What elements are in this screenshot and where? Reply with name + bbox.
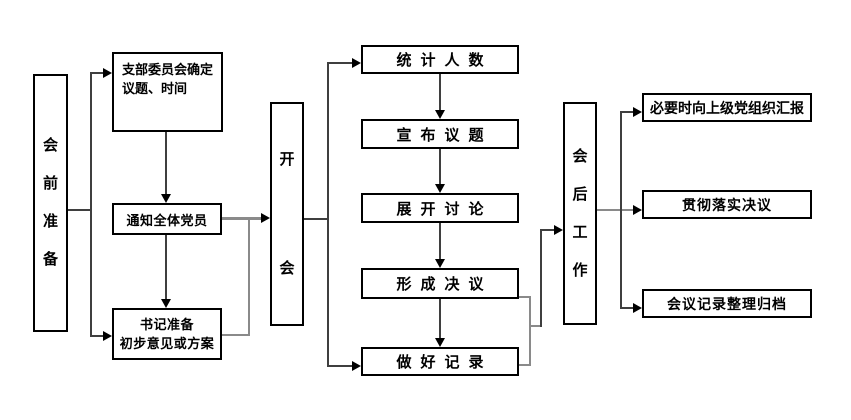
arrowhead-to-implement <box>633 205 642 215</box>
connector-topic-to-notify <box>165 132 167 195</box>
node-take-minutes-label: 做好记录 <box>396 354 493 371</box>
connector-to-report <box>622 111 633 113</box>
connector-secretary-join-vertical <box>248 218 250 336</box>
connector-notify-to-secretary <box>165 235 167 300</box>
arrowhead-notify-to-secretary <box>161 299 171 308</box>
node-committee-sets-topic-time: 支部委员会确定 议题、时间 <box>112 52 223 132</box>
node-open-discussion-label: 展开讨论 <box>396 200 493 218</box>
node-count-attendance-label: 统计人数 <box>396 52 493 69</box>
node-form-resolution-label: 形成决议 <box>396 276 493 293</box>
connector-post-out <box>597 209 634 211</box>
connector-post-rail-vertical <box>620 111 622 309</box>
connector-secretary-out <box>222 334 249 336</box>
arrowhead-topic-to-notify <box>161 194 171 203</box>
node-notify-all-members-label: 通知全体党员 <box>126 212 208 228</box>
connector-notify-to-meeting <box>222 217 261 220</box>
node-notify-all-members: 通知全体党员 <box>112 203 222 235</box>
arrowhead-to-post-stage <box>554 225 563 235</box>
connector-bracket-top <box>519 296 531 298</box>
connector-to-post-stage <box>542 229 555 231</box>
node-secretary-prepares-plan-label: 书记准备 初步意见或方案 <box>119 317 215 351</box>
node-form-resolution: 形成决议 <box>361 268 519 299</box>
arrowhead-to-record <box>352 361 361 371</box>
connector-discuss-to-resolve <box>439 223 441 260</box>
node-implement-resolutions: 贯彻落实决议 <box>642 190 812 219</box>
node-committee-sets-topic-time-label: 支部委员会确定 议题、时间 <box>122 62 214 96</box>
connector-post-in-vertical <box>540 229 542 327</box>
stage-pre-meeting-label: 会 前 准 备 <box>42 137 58 268</box>
arrowhead-count-to-announce <box>435 110 445 119</box>
connector-bracket-vertical <box>529 296 531 366</box>
connector-to-count <box>329 62 352 64</box>
arrowhead-to-secretary <box>103 331 112 341</box>
connector-pre-rail-vertical <box>90 72 92 337</box>
connector-pre-stub <box>68 209 91 211</box>
connector-announce-to-discuss <box>439 149 441 185</box>
arrowhead-to-meeting <box>261 213 270 223</box>
arrowhead-to-report <box>633 107 642 117</box>
connector-count-to-announce <box>439 74 441 111</box>
node-archive-meeting-minutes-label: 会议记录整理归档 <box>667 295 787 312</box>
arrowhead-to-count <box>352 58 361 68</box>
connector-resolve-to-record <box>439 299 441 339</box>
connector-to-record <box>329 365 352 367</box>
connector-bracket-stub <box>529 325 542 327</box>
node-archive-meeting-minutes: 会议记录整理归档 <box>642 289 812 318</box>
stage-post-meeting-label: 会 后 工 作 <box>572 147 588 279</box>
node-secretary-prepares-plan: 书记准备 初步意见或方案 <box>112 308 222 360</box>
stage-holding-meeting: 开 会 <box>270 102 304 326</box>
connector-meeting-rail-vertical <box>327 62 329 367</box>
node-implement-resolutions-label: 贯彻落实决议 <box>682 196 772 213</box>
arrowhead-announce-to-discuss <box>435 184 445 193</box>
node-take-minutes: 做好记录 <box>361 347 519 376</box>
stage-holding-meeting-label: 开 会 <box>279 151 295 277</box>
node-open-discussion: 展开讨论 <box>361 193 519 223</box>
connector-to-archive <box>622 307 633 309</box>
node-report-to-higher-party-org: 必要时向上级党组织汇报 <box>642 93 812 122</box>
stage-pre-meeting-preparation: 会 前 准 备 <box>33 74 68 332</box>
node-report-to-higher-party-org-label: 必要时向上级党组织汇报 <box>650 99 804 116</box>
arrowhead-discuss-to-resolve <box>435 259 445 268</box>
stage-post-meeting-work: 会 后 工 作 <box>563 102 597 325</box>
node-announce-agenda-label: 宣布议题 <box>396 126 493 144</box>
connector-to-secretary <box>90 335 104 337</box>
connector-to-topic <box>90 72 104 74</box>
arrowhead-to-archive <box>633 303 642 313</box>
arrowhead-to-topic <box>103 68 112 78</box>
connector-bracket-bottom <box>519 364 531 366</box>
node-count-attendance: 统计人数 <box>361 45 519 74</box>
node-announce-agenda: 宣布议题 <box>361 119 519 149</box>
connector-meeting-out <box>304 218 328 220</box>
arrowhead-resolve-to-record <box>435 338 445 347</box>
